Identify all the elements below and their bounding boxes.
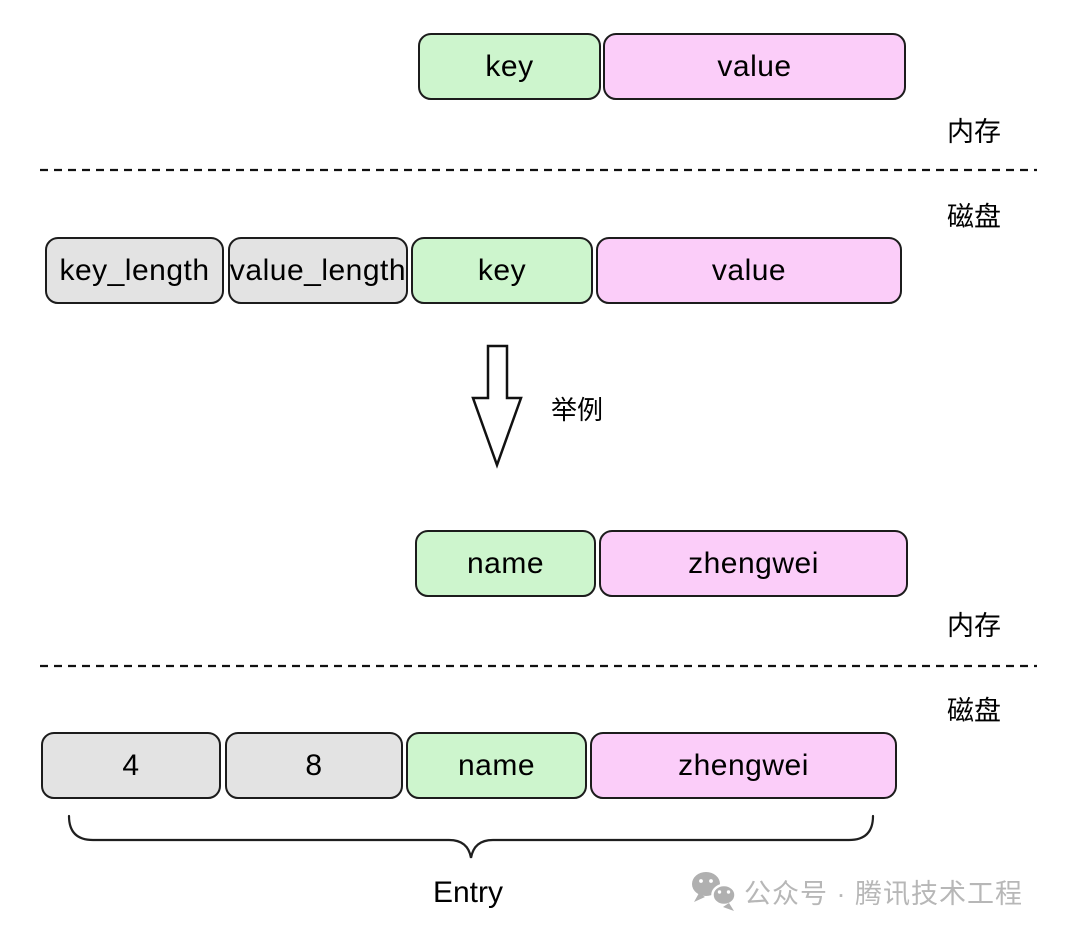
generic-disk-value-box: value xyxy=(596,237,902,304)
generic-disk-key-box: key xyxy=(411,237,593,304)
example-disk-label: 磁盘 xyxy=(947,696,1001,726)
example-disk-value-length-box: 8 xyxy=(225,732,403,799)
entry-label: Entry xyxy=(432,876,504,909)
down-arrow-icon xyxy=(471,344,523,469)
generic-disk-value-length-box: value_length xyxy=(228,237,408,304)
generic-memory-label: 内存 xyxy=(947,117,1001,147)
example-disk-key-length-box: 4 xyxy=(41,732,221,799)
example-disk-name-box: name xyxy=(406,732,587,799)
entry-brace xyxy=(67,814,875,859)
example-memory-name-box: name xyxy=(415,530,596,597)
example-memory-zhengwei-box: zhengwei xyxy=(599,530,908,597)
wechat-icon xyxy=(692,872,737,911)
example-arrow-label: 举例 xyxy=(551,395,604,425)
example-disk-zhengwei-box: zhengwei xyxy=(590,732,897,799)
watermark-text: 公众号 · 腾讯技术工程 xyxy=(744,879,1023,909)
generic-disk-key-length-box: key_length xyxy=(45,237,224,304)
example-memory-label: 内存 xyxy=(947,611,1001,641)
generic-disk-label: 磁盘 xyxy=(947,202,1001,232)
generic-memory-value-box: value xyxy=(603,33,906,100)
generic-memory-key-box: key xyxy=(418,33,601,100)
